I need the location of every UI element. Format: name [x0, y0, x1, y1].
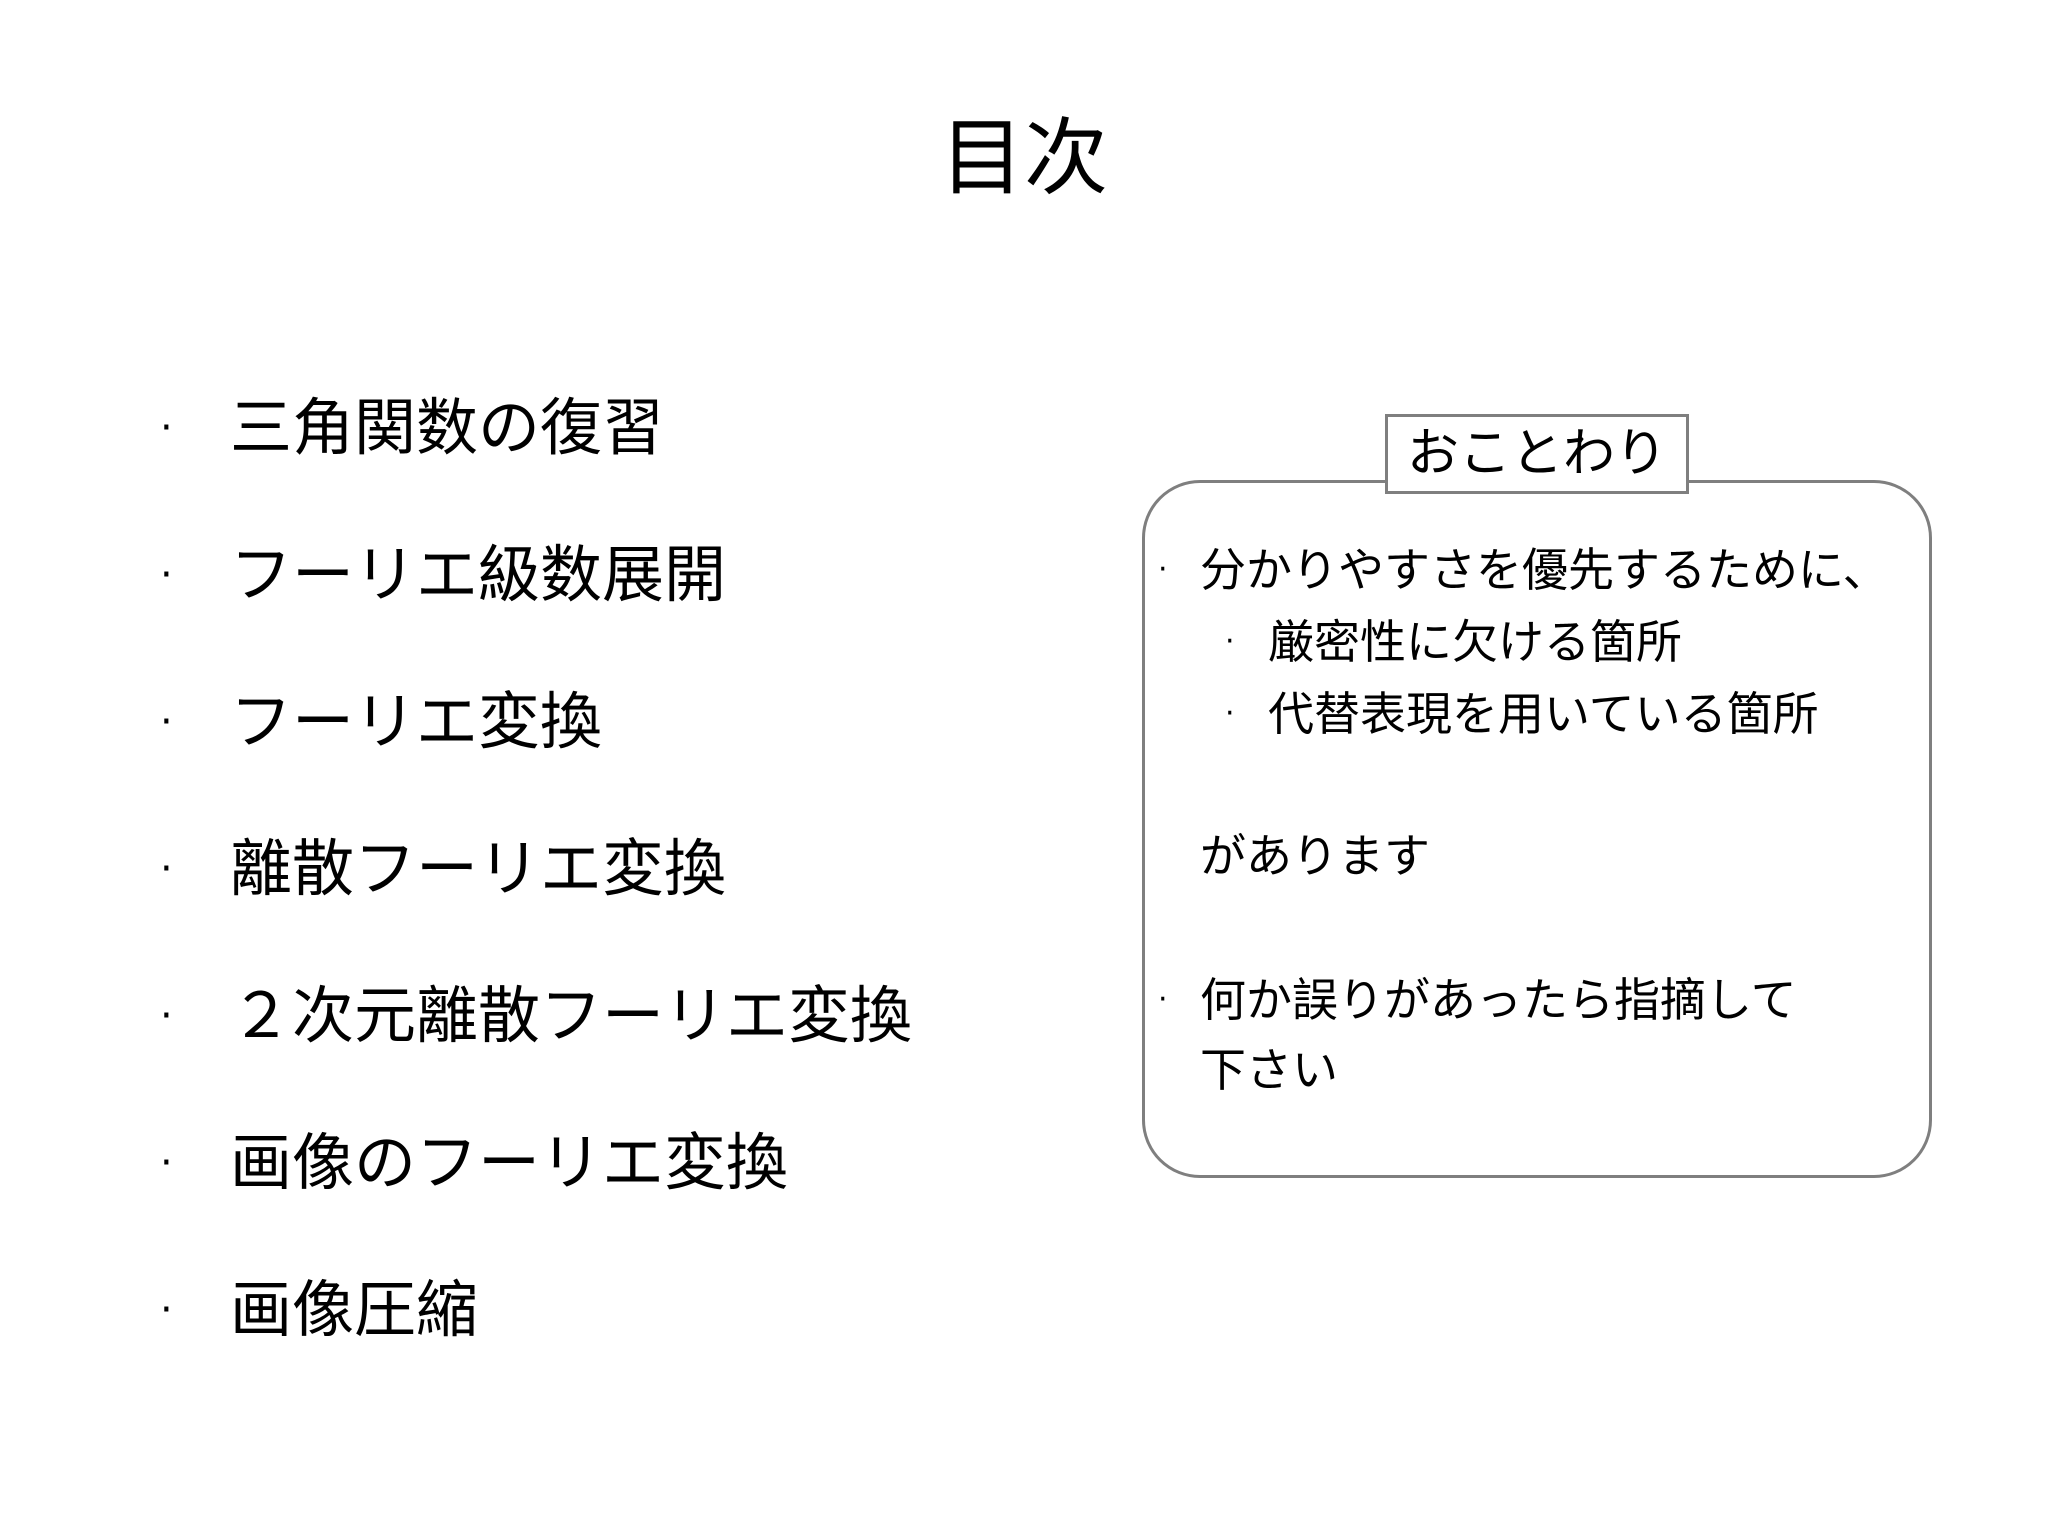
toc-item-label: 画像圧縮 [230, 1273, 479, 1346]
toc-item-label: ２次元離散フーリエ変換 [230, 979, 913, 1052]
toc-item-label: 三角関数の復習 [230, 391, 665, 464]
toc-item-label: フーリエ級数展開 [230, 538, 727, 611]
toc-item-label: 画像のフーリエ変換 [230, 1126, 789, 1199]
bullet-icon: · [160, 405, 173, 451]
disclaimer-label: おことわり [1385, 414, 1689, 494]
toc-item-label: 離散フーリエ変換 [230, 832, 727, 905]
bullet-icon: · [160, 1287, 173, 1333]
bullet-icon: · [160, 846, 173, 892]
disclaimer-line: 下さい [1200, 1043, 1338, 1097]
disclaimer-line: 分かりやすさを優先するために、 [1200, 543, 1889, 597]
slide-title: 目次 [939, 109, 1108, 207]
bullet-icon: · [1158, 552, 1168, 587]
bullet-icon: · [160, 699, 173, 745]
disclaimer-subline: 厳密性に欠ける箇所 [1268, 615, 1682, 669]
disclaimer-line: があります [1200, 829, 1430, 883]
bullet-icon: · [160, 1140, 173, 1186]
bullet-icon: · [160, 552, 173, 598]
disclaimer-subline: 代替表現を用いている箇所 [1268, 687, 1819, 741]
bullet-icon: · [1158, 982, 1168, 1017]
disclaimer-box [1142, 480, 1932, 1178]
disclaimer-line: 何か誤りがあったら指摘して [1200, 973, 1797, 1027]
bullet-icon: · [160, 993, 173, 1039]
bullet-icon: · [1225, 624, 1235, 659]
bullet-icon: · [1225, 696, 1235, 731]
toc-item-label: フーリエ変換 [230, 685, 603, 758]
